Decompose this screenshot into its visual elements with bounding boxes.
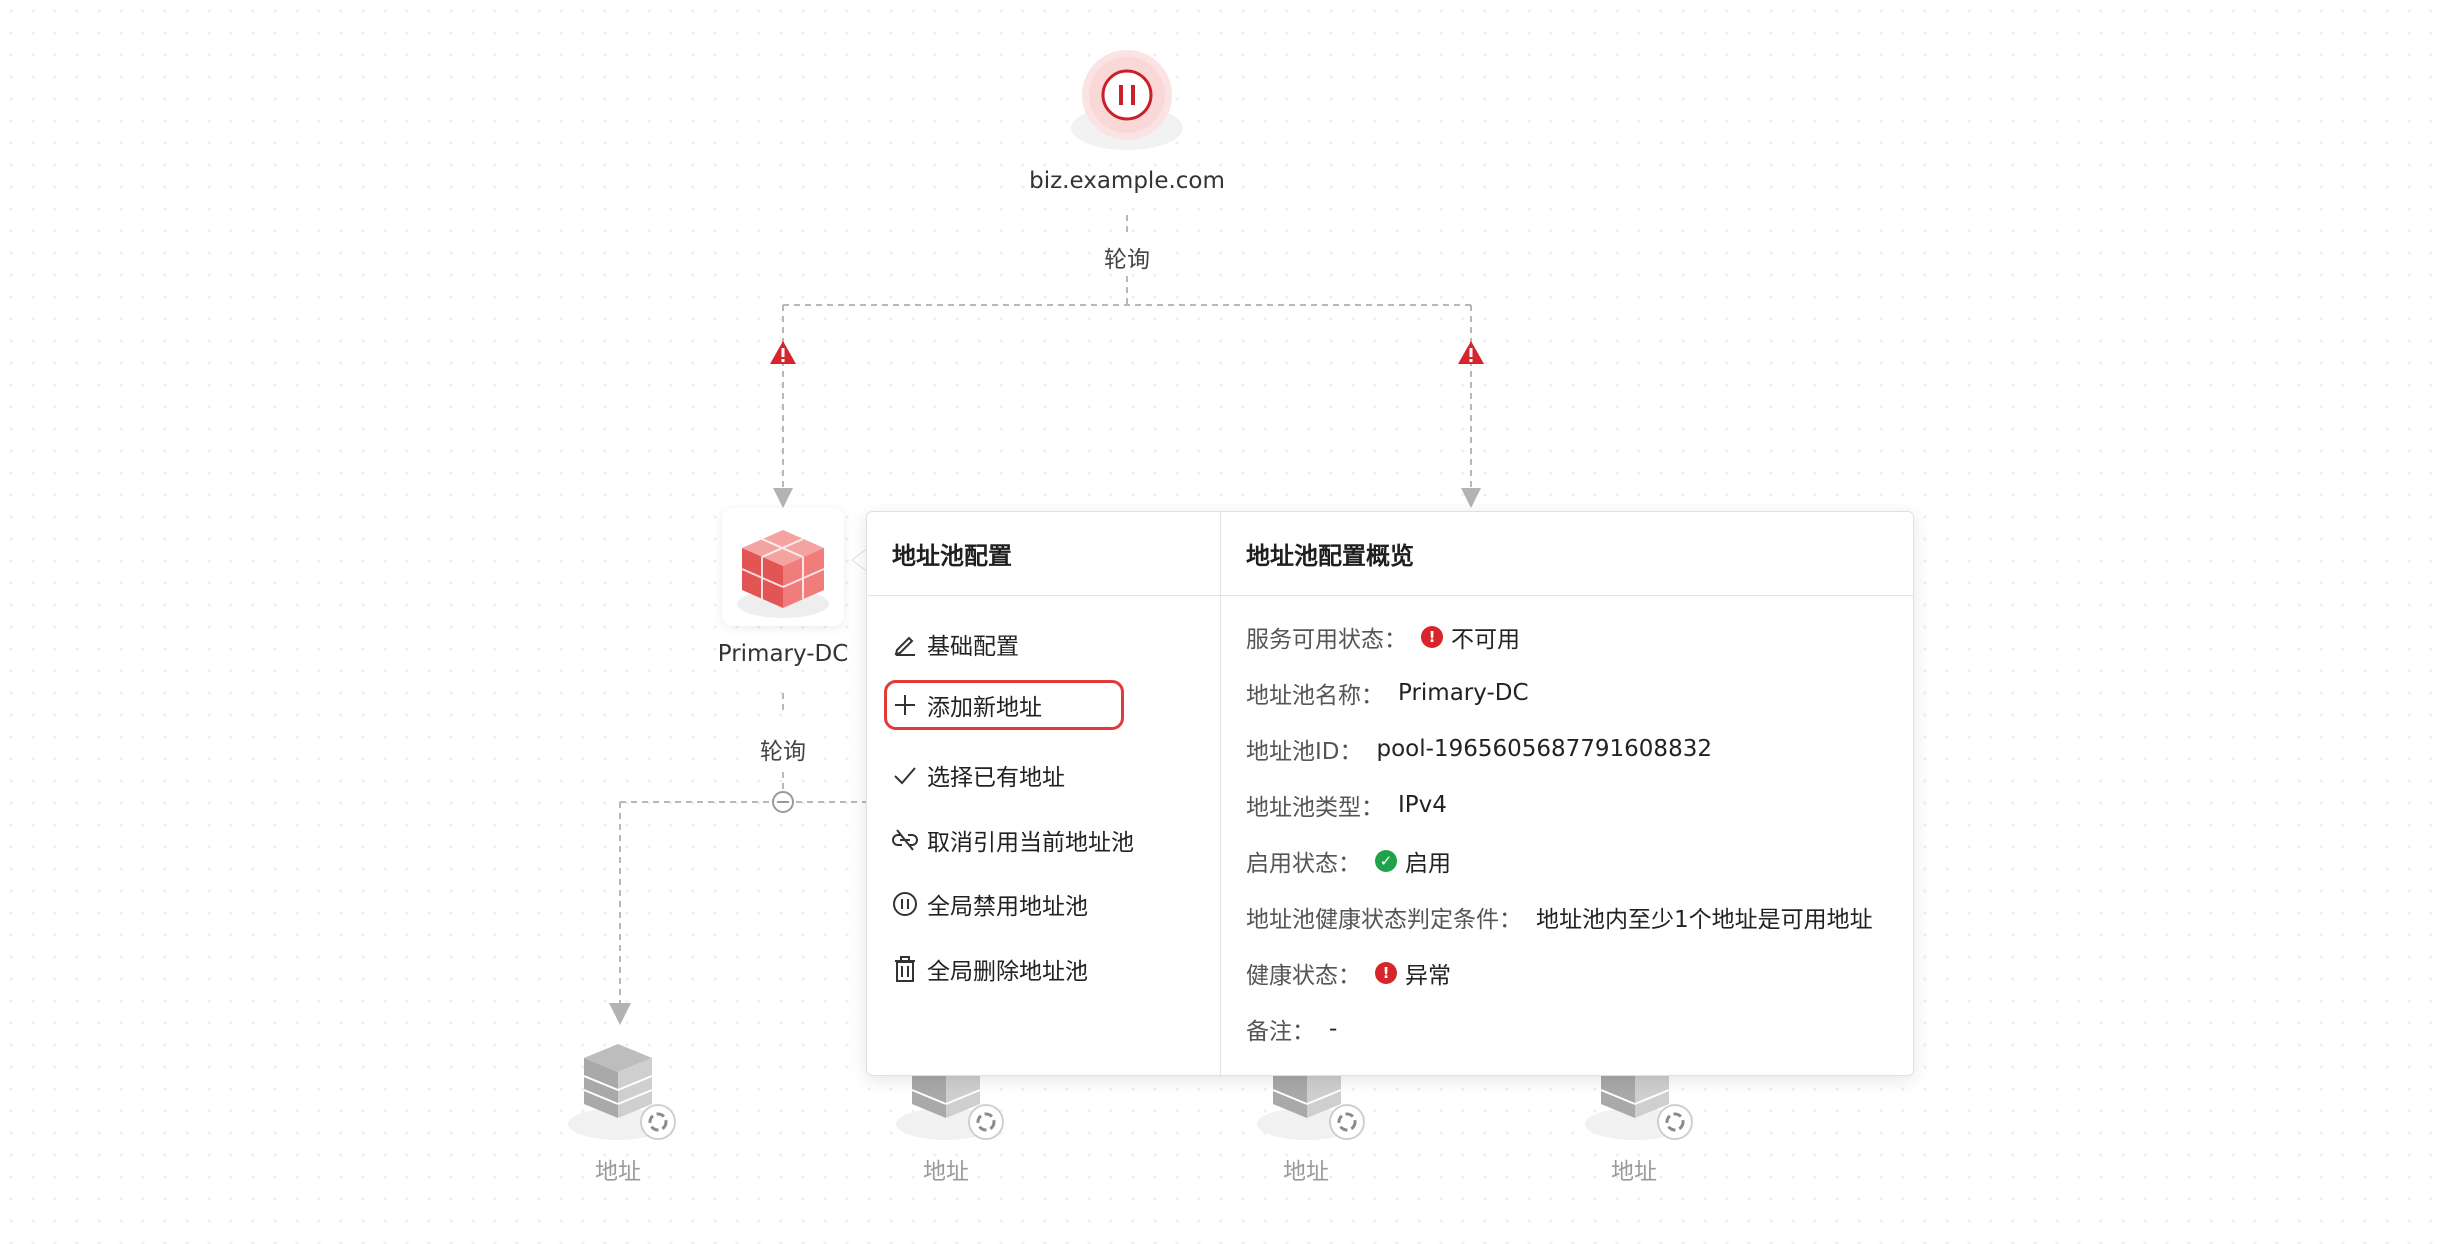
server-stack-icon bbox=[568, 1044, 676, 1140]
menu-title: 地址池配置 bbox=[867, 512, 1220, 596]
overview-row: 备注： - bbox=[1246, 1016, 1338, 1045]
overview-row: 地址池健康状态判定条件： 地址池内至少1个地址是可用地址 bbox=[1246, 907, 1873, 933]
address-label: 地址 bbox=[923, 1159, 969, 1185]
pause-circle-icon bbox=[887, 886, 923, 922]
overview-row: 启用状态： ✓启用 bbox=[1246, 850, 1451, 877]
address-node[interactable] bbox=[556, 1036, 684, 1146]
trash-icon bbox=[887, 951, 923, 987]
warning-icon bbox=[770, 341, 796, 364]
check-icon bbox=[887, 757, 923, 793]
config-overview: 地址池配置概览 服务可用状态： !不可用 地址池名称： Primary-DC 地… bbox=[1221, 512, 1913, 1075]
address-pool-cube-icon bbox=[737, 530, 829, 618]
menu-delete-pool[interactable]: 全局删除地址池 bbox=[887, 944, 1187, 994]
check-circle-icon: ✓ bbox=[1375, 850, 1397, 872]
overview-row: 地址池名称： Primary-DC bbox=[1246, 680, 1529, 709]
error-icon: ! bbox=[1421, 626, 1443, 648]
unlink-icon bbox=[887, 822, 923, 858]
edge-label-pool-polling: 轮询 bbox=[754, 732, 812, 766]
edit-icon bbox=[887, 626, 923, 662]
menu-disable-pool[interactable]: 全局禁用地址池 bbox=[887, 879, 1187, 929]
domain-label: biz.example.com bbox=[1029, 168, 1225, 194]
edge-label-polling: 轮询 bbox=[1098, 240, 1156, 274]
collapse-icon bbox=[772, 791, 794, 813]
pool-label: Primary-DC bbox=[717, 641, 849, 667]
address-label: 地址 bbox=[1611, 1159, 1657, 1185]
warning-icon bbox=[1458, 341, 1484, 364]
pool-node[interactable] bbox=[722, 508, 844, 626]
plus-icon bbox=[887, 687, 923, 723]
config-menu: 地址池配置 基础配置 添加新地址 选择已有地址 bbox=[867, 512, 1221, 1075]
overview-title: 地址池配置概览 bbox=[1221, 512, 1913, 596]
address-label: 地址 bbox=[1283, 1159, 1329, 1185]
address-label: 地址 bbox=[595, 1159, 641, 1185]
menu-unlink-pool[interactable]: 取消引用当前地址池 bbox=[887, 815, 1187, 865]
menu-add-new-address[interactable]: 添加新地址 bbox=[884, 680, 1124, 730]
menu-select-existing-address[interactable]: 选择已有地址 bbox=[887, 750, 1187, 800]
overview-row: 健康状态： !异常 bbox=[1246, 962, 1451, 989]
overview-row: 地址池类型： IPv4 bbox=[1246, 792, 1447, 821]
menu-basic-config[interactable]: 基础配置 bbox=[887, 619, 1187, 669]
pause-circle-icon bbox=[1071, 50, 1183, 150]
pool-config-popup: 地址池配置 基础配置 添加新地址 选择已有地址 bbox=[866, 511, 1914, 1076]
overview-row: 地址池ID： pool-1965605687791608832 bbox=[1246, 736, 1712, 765]
overview-row: 服务可用状态： !不可用 bbox=[1246, 626, 1520, 653]
error-icon: ! bbox=[1375, 962, 1397, 984]
domain-node[interactable] bbox=[1064, 40, 1190, 160]
